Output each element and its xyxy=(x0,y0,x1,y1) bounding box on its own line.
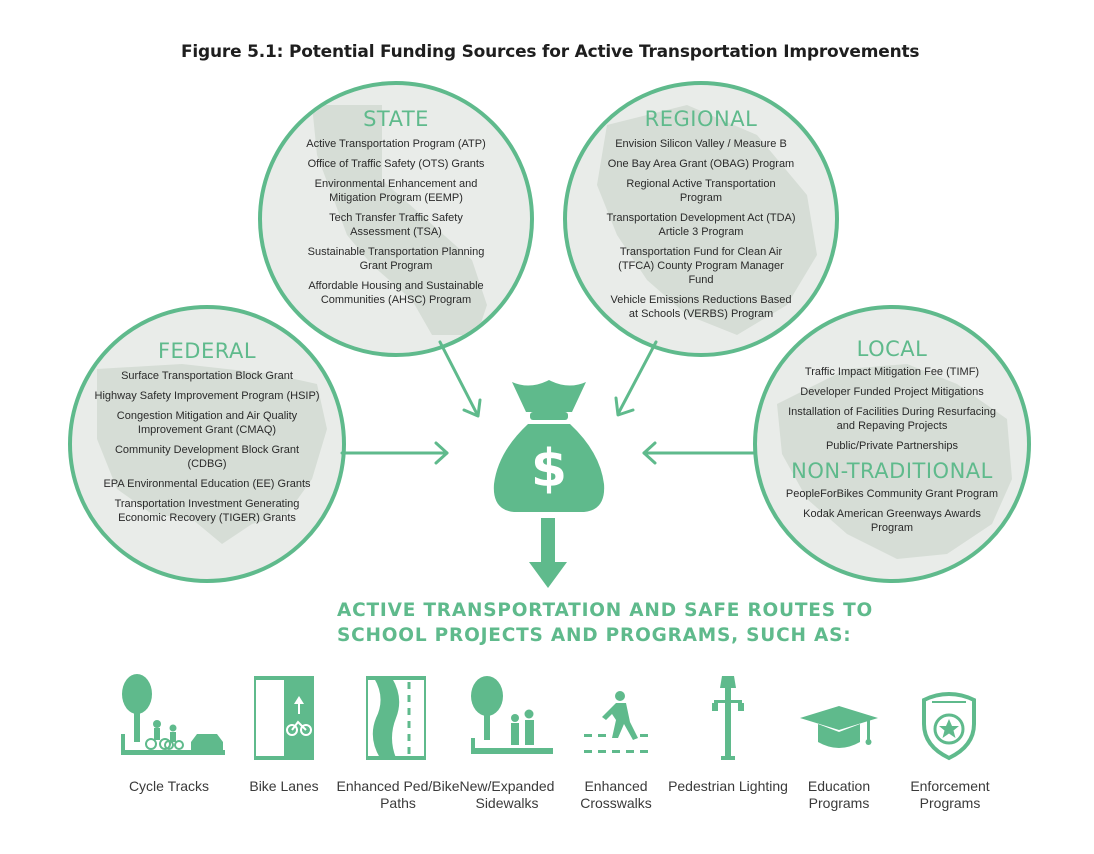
list-item: Traffic Impact Mitigation Fee (TIMF) xyxy=(804,366,980,378)
list-item: Transportation Fund for Clean Air (TFCA)… xyxy=(618,246,784,286)
figure-title: Figure 5.1: Potential Funding Sources fo… xyxy=(181,42,920,62)
list-item: One Bay Area Grant (OBAG) Program xyxy=(607,158,795,170)
list-item: Developer Funded Project Mitigations xyxy=(800,386,984,398)
local-title: LOCAL xyxy=(856,337,928,361)
state-title: STATE xyxy=(363,107,429,131)
project-label-ped-bike-paths: Enhanced Ped/Bike Paths xyxy=(336,778,460,811)
arrow-from-local xyxy=(642,441,756,465)
project-label-enforcement: Enforcement Programs xyxy=(910,778,990,811)
sidewalk-icon xyxy=(469,672,553,762)
list-item: Highway Safety Improvement Program (HSIP… xyxy=(94,390,320,402)
arrow-from-federal xyxy=(340,441,449,465)
list-item: Installation of Facilities During Resurf… xyxy=(788,406,996,432)
state-content: STATE Active Transportation Program (ATP… xyxy=(262,107,530,313)
federal-funding-circle: FEDERAL Surface Transportation Block Gra… xyxy=(68,305,346,583)
result-heading: ACTIVE TRANSPORTATION AND SAFE ROUTES TO… xyxy=(337,598,873,648)
state-list: Active Transportation Program (ATP) Offi… xyxy=(286,137,506,307)
non-traditional-list: PeopleForBikes Community Grant Program K… xyxy=(765,487,1019,535)
local-list: Traffic Impact Mitigation Fee (TIMF) Dev… xyxy=(765,365,1019,453)
list-item: Transportation Development Act (TDA) Art… xyxy=(606,212,796,238)
local-content: LOCAL Traffic Impact Mitigation Fee (TIM… xyxy=(757,337,1027,541)
list-item: Regional Active Transportation Program xyxy=(626,178,776,204)
regional-list: Envision Silicon Valley / Measure B One … xyxy=(589,137,813,321)
dollar-sign: $ xyxy=(531,439,567,499)
list-item: Affordable Housing and Sustainable Commu… xyxy=(308,280,484,306)
project-label-crosswalks: Enhanced Crosswalks xyxy=(580,778,652,811)
result-line-1: ACTIVE TRANSPORTATION AND SAFE ROUTES TO xyxy=(337,600,874,621)
list-item: Envision Silicon Valley / Measure B xyxy=(615,138,787,150)
project-label-education: Education Programs xyxy=(807,778,871,811)
project-label-sidewalks: New/Expanded Sidewalks xyxy=(459,778,555,811)
project-label-cycle-tracks: Cycle Tracks xyxy=(128,778,210,794)
project-label-pedestrian-lighting: Pedestrian Lighting xyxy=(668,778,788,794)
list-item: EPA Environmental Education (EE) Grants xyxy=(103,478,311,490)
list-item: Active Transportation Program (ATP) xyxy=(306,138,486,150)
result-line-2: SCHOOL PROJECTS AND PROGRAMS, SUCH AS: xyxy=(337,625,852,646)
street-lamp-icon xyxy=(708,672,748,762)
list-item: Congestion Mitigation and Air Quality Im… xyxy=(116,410,298,436)
arrow-down-to-projects xyxy=(529,518,567,588)
usa-map-icon xyxy=(97,364,327,544)
path-icon xyxy=(366,672,426,762)
list-item: Office of Traffic Safety (OTS) Grants xyxy=(307,158,485,170)
list-item: Community Development Block Grant (CDBG) xyxy=(114,444,299,470)
state-funding-circle: STATE Active Transportation Program (ATP… xyxy=(258,81,534,357)
list-item: Surface Transportation Block Grant xyxy=(121,370,293,382)
police-badge-icon xyxy=(918,672,980,762)
project-label-bike-lanes: Bike Lanes xyxy=(249,778,319,794)
arrow-from-state xyxy=(438,340,482,418)
county-map-icon xyxy=(597,105,817,335)
list-item: PeopleForBikes Community Grant Program xyxy=(785,488,999,500)
bike-lane-icon xyxy=(254,672,314,762)
city-map-icon xyxy=(777,364,1012,559)
federal-list: Surface Transportation Block Grant Highw… xyxy=(78,369,336,525)
list-item: Public/Private Partnerships xyxy=(825,440,959,452)
federal-content: FEDERAL Surface Transportation Block Gra… xyxy=(72,339,342,531)
crosswalk-icon xyxy=(582,672,652,762)
list-item: Transportation Investment Generating Eco… xyxy=(114,498,300,524)
cycle-tracks-icon xyxy=(121,672,225,762)
local-funding-circle: LOCAL Traffic Impact Mitigation Fee (TIM… xyxy=(753,305,1031,583)
list-item: Kodak American Greenways Awards Program xyxy=(803,508,981,534)
regional-content: REGIONAL Envision Silicon Valley / Measu… xyxy=(567,107,835,327)
list-item: Vehicle Emissions Reductions Based at Sc… xyxy=(610,294,792,320)
regional-title: REGIONAL xyxy=(644,107,758,131)
california-map-icon xyxy=(312,105,487,335)
list-item: Sustainable Transportation Planning Gran… xyxy=(307,246,485,272)
non-traditional-title: NON-TRADITIONAL xyxy=(791,459,993,483)
arrow-from-regional xyxy=(614,340,658,417)
regional-funding-circle: REGIONAL Envision Silicon Valley / Measu… xyxy=(563,81,839,357)
federal-title: FEDERAL xyxy=(157,339,257,363)
list-item: Environmental Enhancement and Mitigation… xyxy=(314,178,478,204)
money-bag-icon: $ xyxy=(493,380,605,512)
graduation-cap-icon xyxy=(800,672,878,762)
list-item: Tech Transfer Traffic Safety Assessment … xyxy=(329,212,463,238)
